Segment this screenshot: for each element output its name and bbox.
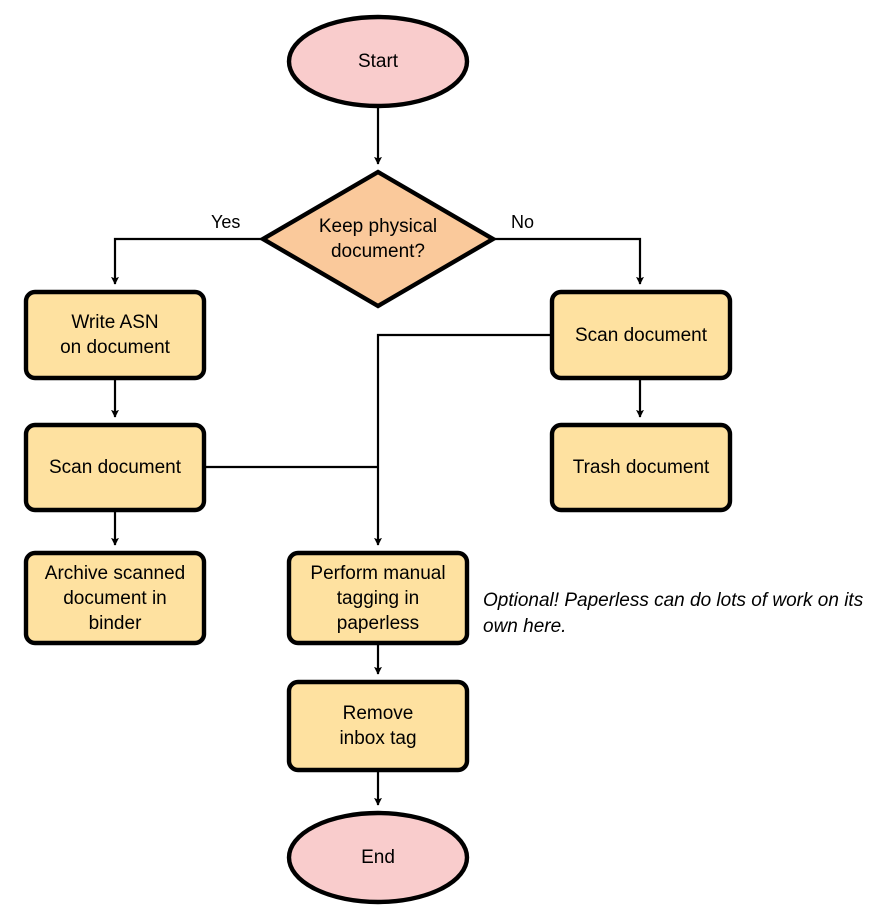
node-start[interactable]	[286, 14, 470, 109]
node-trash-document[interactable]	[549, 422, 733, 513]
node-scan-document-left[interactable]	[23, 422, 207, 513]
node-write-asn-on-document[interactable]	[23, 289, 207, 381]
node-scan-document-right[interactable]	[549, 289, 733, 381]
edge-scan-right-to-tagging	[374, 333, 551, 546]
node-end[interactable]	[286, 810, 470, 905]
node-layer	[23, 14, 733, 905]
node-keep-physical-document[interactable]	[258, 169, 498, 309]
optional-note-annotation: Optional! Paperless can do lots of work …	[483, 590, 864, 637]
node-archive-scanned-document-in-binder[interactable]	[23, 550, 207, 646]
edge-layer	[111, 107, 644, 806]
node-remove-inbox-tag[interactable]	[286, 679, 470, 773]
node-perform-manual-tagging-in-paperless[interactable]	[286, 550, 470, 646]
edge-label-yes: Yes	[211, 212, 241, 232]
edge-label-no: No	[511, 212, 535, 232]
edge-decision-no-to-scan-right	[494, 237, 644, 285]
edge-decision-yes-to-write-asn	[111, 237, 262, 285]
